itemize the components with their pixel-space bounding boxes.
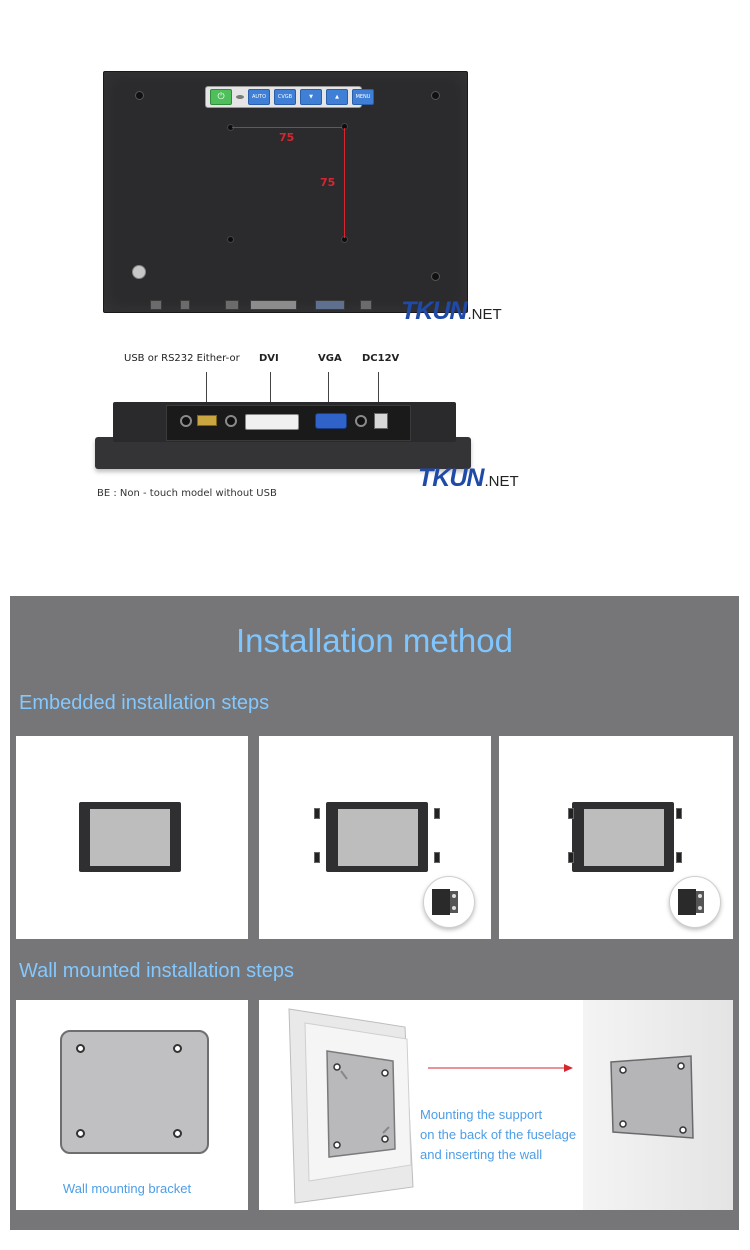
bottom-port-strip <box>150 296 390 310</box>
ground-sticker-icon <box>132 265 146 279</box>
monitor-perspective-icon <box>288 1008 414 1204</box>
screw-icon <box>135 91 144 100</box>
bracket-tab-icon <box>676 852 682 863</box>
bracket-tab-icon <box>568 852 574 863</box>
vga-label: VGA <box>318 353 342 364</box>
auto-key: AUTO <box>248 89 270 105</box>
tkun-logo: TKUN .NET <box>418 464 519 493</box>
dvi-pointer-line <box>270 372 271 415</box>
screw-icon <box>173 1129 182 1138</box>
monitor-screen <box>90 809 170 866</box>
wall-plate-on-wall-icon <box>610 1055 694 1139</box>
cvgb-key: CVGB <box>274 89 296 105</box>
dvi-label: DVI <box>259 353 279 364</box>
monitor-back-view <box>103 71 468 313</box>
arrow-right-icon <box>428 1064 573 1072</box>
vesa-hole <box>227 236 234 243</box>
mount-caption-line-2: on the back of the fuselage <box>420 1127 577 1142</box>
bracket-tab-icon <box>314 808 320 819</box>
dc12v-label: DC12V <box>362 353 400 364</box>
tkun-logo: TKUN .NET <box>401 297 502 326</box>
mount-caption-line-3: and inserting the wall <box>420 1147 543 1162</box>
usb-pointer-line <box>206 372 207 412</box>
dimension-label-horizontal: 75 <box>279 131 295 144</box>
vga-pointer-line <box>328 372 329 415</box>
monitor-screen <box>584 809 664 866</box>
bracket-zoom-icon <box>669 876 721 928</box>
osd-keypad: ⏻ AUTO CVGB ▼ ▲ MENU <box>205 86 374 108</box>
non-touch-note: BE : Non - touch model without USB <box>97 488 277 499</box>
screw-icon <box>431 272 440 281</box>
screw-icon <box>431 91 440 100</box>
screw-jack-icon <box>180 415 192 427</box>
mount-caption-line-1: Mounting the support <box>420 1107 543 1122</box>
dimension-line-vertical <box>344 128 345 238</box>
audio-jack-icon <box>355 415 367 427</box>
wall-steps-title: Wall mounted installation steps <box>19 960 294 982</box>
logo-suffix-text: .NET <box>484 473 519 490</box>
screw-icon <box>173 1044 182 1053</box>
down-key: ▼ <box>300 89 322 105</box>
dvi-port-icon <box>245 414 299 430</box>
menu-key: MENU <box>352 89 374 105</box>
bracket-tab-icon <box>434 852 440 863</box>
usb-port-icon <box>197 415 217 426</box>
installation-title: Installation method <box>235 622 513 659</box>
screw-jack-icon <box>225 415 237 427</box>
screw-icon <box>76 1044 85 1053</box>
screw-icon <box>76 1129 85 1138</box>
bracket-tab-icon <box>314 852 320 863</box>
bracket-zoom-icon <box>423 876 475 928</box>
dimension-line-horizontal <box>232 127 342 128</box>
power-key: ⏻ <box>210 89 232 105</box>
up-key: ▲ <box>326 89 348 105</box>
led-indicator <box>236 95 244 99</box>
embedded-steps-title: Embedded installation steps <box>19 692 270 714</box>
monitor-screen <box>338 809 418 866</box>
mount-caption: Mounting the support on the back of the … <box>420 1105 576 1165</box>
wall-bracket-caption: Wall mounting bracket <box>62 1181 192 1196</box>
vga-port-icon <box>315 413 347 429</box>
logo-suffix-text: .NET <box>467 306 502 323</box>
bracket-tab-icon <box>676 808 682 819</box>
dc-power-port-icon <box>374 413 388 429</box>
logo-main-text: TKUN <box>401 297 467 325</box>
usb-rs232-label: USB or RS232 Either-or <box>124 353 240 364</box>
bracket-tab-icon <box>434 808 440 819</box>
dimension-label-vertical: 75 <box>320 176 336 189</box>
logo-main-text: TKUN <box>418 464 484 492</box>
monitor-side-base <box>95 437 471 469</box>
dc-pointer-line <box>378 372 379 415</box>
bracket-tab-icon <box>568 808 574 819</box>
